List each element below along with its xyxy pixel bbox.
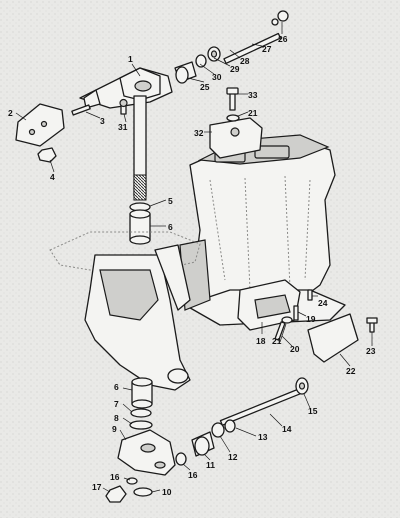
swivel-bracket xyxy=(49,231,201,391)
callout-11: 11 xyxy=(206,460,215,470)
part-7-washer xyxy=(130,408,152,418)
part-6-bushing-lower xyxy=(131,377,153,409)
part-2-bracket xyxy=(15,103,65,147)
part-9-lower-steering-arm xyxy=(117,429,176,476)
callout-18: 18 xyxy=(256,336,266,346)
callout-1: 1 xyxy=(128,54,133,64)
part-22-plate xyxy=(307,313,359,363)
callout-3: 3 xyxy=(100,116,105,126)
leader-lines xyxy=(15,22,373,493)
callout-22: 22 xyxy=(346,366,356,376)
callout-20: 20 xyxy=(290,344,300,354)
callout-10: 10 xyxy=(162,487,172,497)
part-8-washer xyxy=(129,420,153,430)
callout-9: 9 xyxy=(112,424,117,434)
callout-25: 25 xyxy=(200,82,210,92)
callout-30: 30 xyxy=(212,72,222,82)
callout-12: 12 xyxy=(228,452,238,462)
steering-shaft-upper-parts xyxy=(174,10,289,84)
part-3-bolt xyxy=(71,104,91,116)
callout-33: 33 xyxy=(248,90,258,100)
callout-8: 8 xyxy=(114,413,119,423)
tie-rod-assembly xyxy=(175,377,309,466)
part-21-washer-lower xyxy=(281,316,293,324)
callout-29: 29 xyxy=(230,64,240,74)
callout-23: 23 xyxy=(366,346,376,356)
part-24-pin xyxy=(307,289,313,301)
drive-housing xyxy=(179,134,346,326)
callout-15: 15 xyxy=(308,406,318,416)
callout-21-lower: 21 xyxy=(272,336,282,346)
callout-24: 24 xyxy=(318,298,328,308)
callout-13: 13 xyxy=(258,432,268,442)
part-21-washer xyxy=(226,114,240,122)
part-31-screw xyxy=(119,98,128,115)
callout-2: 2 xyxy=(8,108,13,118)
part-1-steering-arm xyxy=(79,67,173,109)
part-10-washer xyxy=(133,487,153,497)
callout-5: 5 xyxy=(168,196,173,206)
callout-17: 17 xyxy=(92,482,102,492)
part-19-screw xyxy=(293,305,299,321)
part-4-nut xyxy=(37,147,57,163)
part-6-bushing-upper xyxy=(129,209,151,245)
callout-7: 7 xyxy=(114,399,119,409)
part-17-nut xyxy=(105,485,127,503)
callout-19: 19 xyxy=(306,314,316,324)
part-33-bolt xyxy=(226,87,239,111)
callout-6-lower: 6 xyxy=(114,382,119,392)
part-16-washer-lower xyxy=(126,477,138,485)
callout-26: 26 xyxy=(278,34,288,44)
callout-27: 27 xyxy=(262,44,272,54)
callout-6-upper: 6 xyxy=(168,222,173,232)
steering-shaft xyxy=(133,95,147,201)
callout-28: 28 xyxy=(240,56,250,66)
callout-4: 4 xyxy=(50,172,55,182)
callout-16-left: 16 xyxy=(110,472,120,482)
callout-31: 31 xyxy=(118,122,128,132)
callout-16-right: 16 xyxy=(188,470,198,480)
callout-21-upper: 21 xyxy=(248,108,258,118)
callout-32: 32 xyxy=(194,128,204,138)
callout-labels: 1 2 3 4 5 6 6 7 8 9 10 11 12 13 14 15 16… xyxy=(8,34,376,497)
part-32-bracket xyxy=(209,117,263,159)
callout-14: 14 xyxy=(282,424,292,434)
